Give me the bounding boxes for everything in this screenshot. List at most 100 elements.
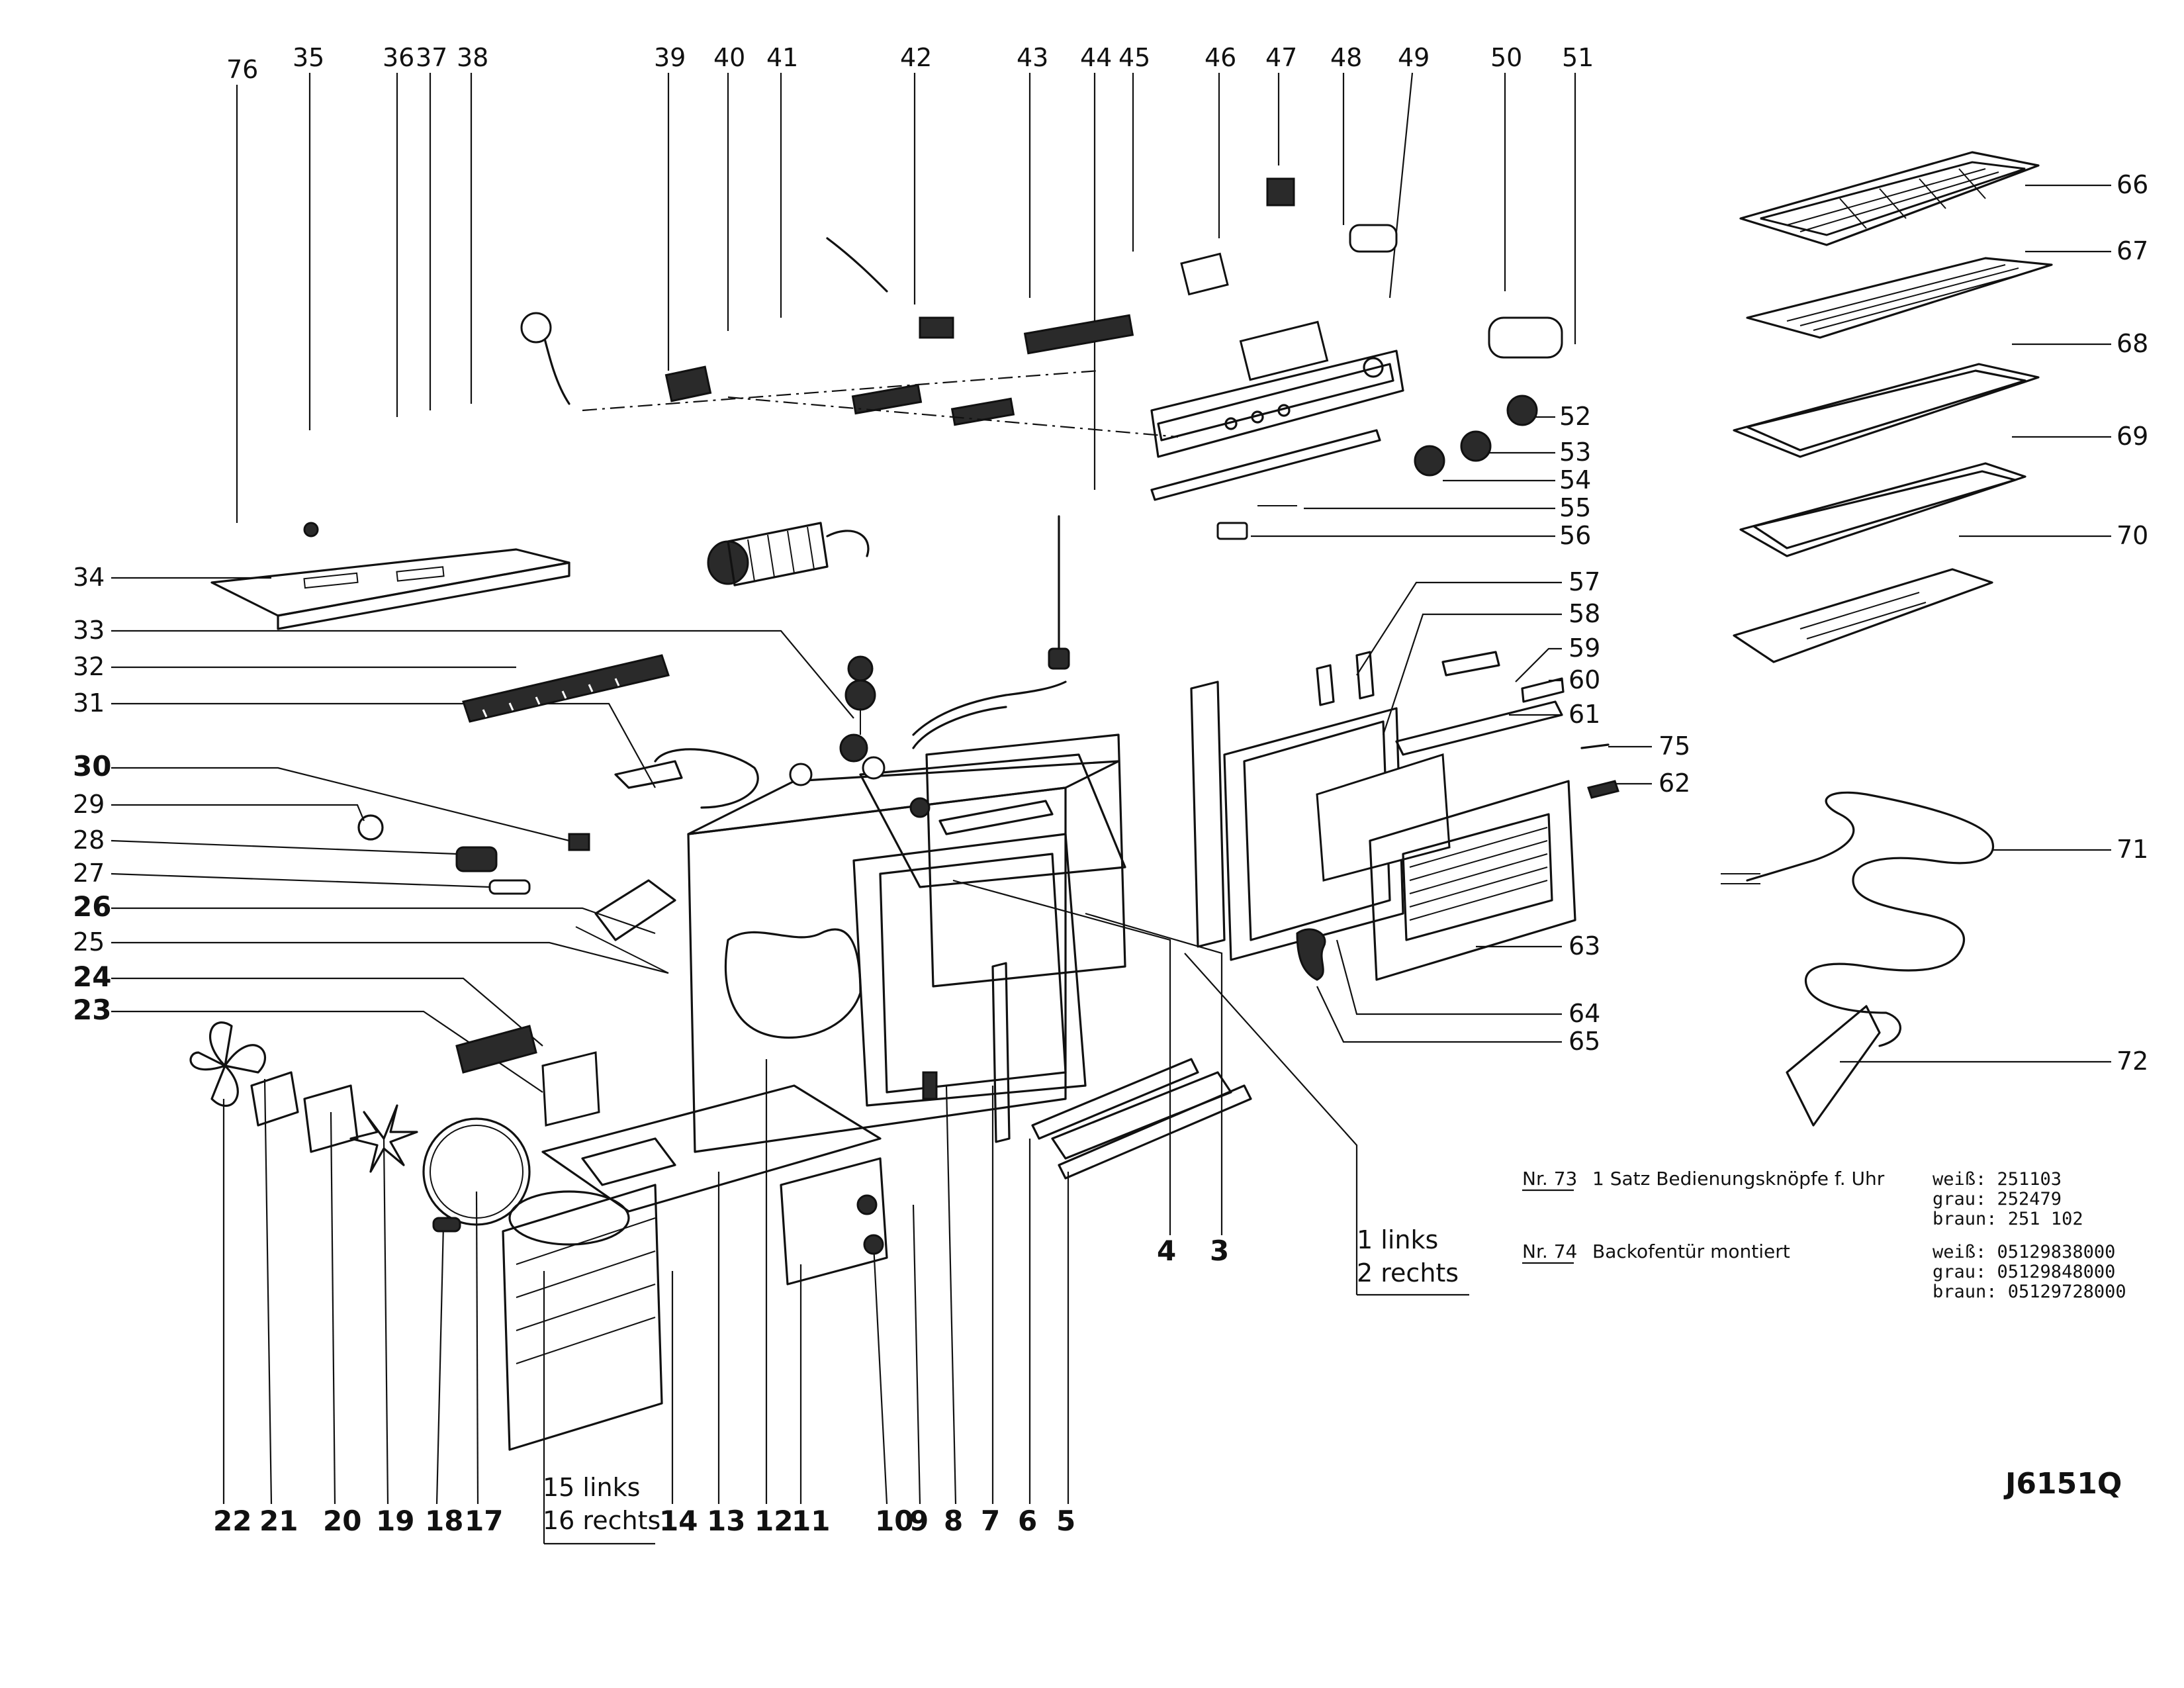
callout-50: 50 [1490,43,1522,72]
callout-4: 4 [1157,1235,1176,1267]
callout-44: 44 [1080,43,1112,72]
callout-39: 39 [654,43,686,72]
rails-5-11 [780,962,1252,1286]
callout-37: 37 [416,43,447,72]
tube-31 [912,515,1070,749]
callout-72: 72 [2116,1047,2148,1076]
callout-22: 22 [213,1505,251,1537]
callout-1-links: 1 links [1357,1225,1438,1254]
callout-58: 58 [1569,599,1600,628]
right-callouts: 66 67 68 69 70 71 72 52 53 54 55 56 57 5… [1559,170,2148,1076]
callout-45: 45 [1118,43,1150,72]
callout-6: 6 [1018,1505,1037,1537]
note-nr73-grau: grau: 252479 [1933,1189,2062,1209]
bottom-heater-13-16 [502,1084,882,1451]
note-nr74-text: Backofentür montiert [1592,1241,1790,1262]
callout-47: 47 [1265,43,1297,72]
callout-21: 21 [259,1505,298,1537]
callout-75: 75 [1659,731,1690,761]
small-parts-26-30 [357,748,759,974]
callout-70: 70 [2116,521,2148,550]
callout-16-rechts: 16 rechts [543,1506,660,1535]
note-nr74-weiss: weiß: 05129838000 [1933,1242,2115,1262]
oven-cavity [687,733,1126,1153]
callout-25: 25 [73,927,105,957]
callout-28: 28 [73,825,105,855]
callout-31: 31 [73,688,105,718]
callout-65: 65 [1569,1027,1600,1056]
callout-5: 5 [1056,1505,1075,1537]
fan-assembly-17-22 [189,1021,531,1233]
callout-49: 49 [1398,43,1430,72]
callout-19: 19 [376,1505,414,1537]
note-nr73-braun: braun: 251 102 [1933,1209,2083,1229]
left-leaders [111,577,854,1093]
callout-51: 51 [1562,43,1594,72]
callout-13: 13 [707,1505,745,1537]
callout-26: 26 [73,890,111,923]
callout-33: 33 [73,616,105,645]
callout-10: 10 [875,1505,913,1537]
callout-41: 41 [766,43,798,72]
callout-57: 57 [1569,567,1600,596]
callout-68: 68 [2116,329,2148,358]
callout-18: 18 [425,1505,463,1537]
tray-stack-66-70 [1733,151,2053,663]
callout-17: 17 [465,1505,503,1537]
note-nr74-label: Nr. 74 [1522,1241,1577,1262]
callout-38: 38 [457,43,488,72]
grill-element-71-72 [1721,791,1995,1127]
switch-block-23-24 [455,1025,600,1127]
callout-27: 27 [73,859,105,888]
note-nr74-braun: braun: 05129728000 [1933,1282,2126,1302]
callout-52: 52 [1559,402,1591,431]
terminal-strip-32 [462,654,670,723]
callout-76: 76 [226,55,258,84]
callout-34: 34 [73,563,105,592]
note-nr73-weiss: weiß: 251103 [1933,1169,2062,1190]
callout-29: 29 [73,790,105,819]
callout-53: 53 [1559,438,1591,467]
callout-3: 3 [1210,1235,1229,1267]
callout-64: 64 [1569,999,1600,1028]
control-panel-44-56 [1150,177,1563,540]
callout-54: 54 [1559,465,1591,494]
bottom-leaders [222,879,1469,1545]
switch-group-39-43 [520,237,1179,438]
callout-66: 66 [2116,170,2148,199]
cover-plate-34 [210,522,570,630]
callout-23: 23 [73,994,111,1026]
callout-9: 9 [909,1505,929,1537]
top-leaders [236,72,1576,523]
callout-20: 20 [323,1505,361,1537]
callout-35: 35 [293,43,324,72]
callout-62: 62 [1659,769,1690,798]
callout-12: 12 [754,1505,793,1537]
callout-42: 42 [900,43,932,72]
callout-60: 60 [1569,665,1600,694]
oven-door-57-63 [1190,651,1619,981]
callout-8: 8 [944,1505,963,1537]
callout-11: 11 [792,1505,830,1537]
right-leaders [1251,184,2111,1063]
callout-14: 14 [659,1505,698,1537]
callout-46: 46 [1205,43,1236,72]
drawing-code: J6151Q [2003,1467,2122,1501]
callout-15-links: 15 links [543,1473,640,1502]
callout-24: 24 [73,961,111,993]
note-nr73-label: Nr. 73 [1522,1168,1577,1190]
callout-32: 32 [73,652,105,681]
callout-30: 30 [73,750,111,782]
callout-61: 61 [1569,700,1600,729]
callout-7: 7 [981,1505,1000,1537]
callout-71: 71 [2116,835,2148,864]
callout-56: 56 [1559,521,1591,550]
callout-2-rechts: 2 rechts [1357,1258,1459,1288]
note-nr73-text: 1 Satz Bedienungsknöpfe f. Uhr [1592,1168,1885,1190]
callout-69: 69 [2116,422,2148,451]
notes-block: Nr. 73 1 Satz Bedienungsknöpfe f. Uhr we… [1522,1168,2126,1302]
callout-67: 67 [2116,236,2148,265]
callout-63: 63 [1569,931,1600,961]
top-callouts: 76 35 36 37 38 39 40 41 42 43 44 45 46 4… [226,43,1594,84]
